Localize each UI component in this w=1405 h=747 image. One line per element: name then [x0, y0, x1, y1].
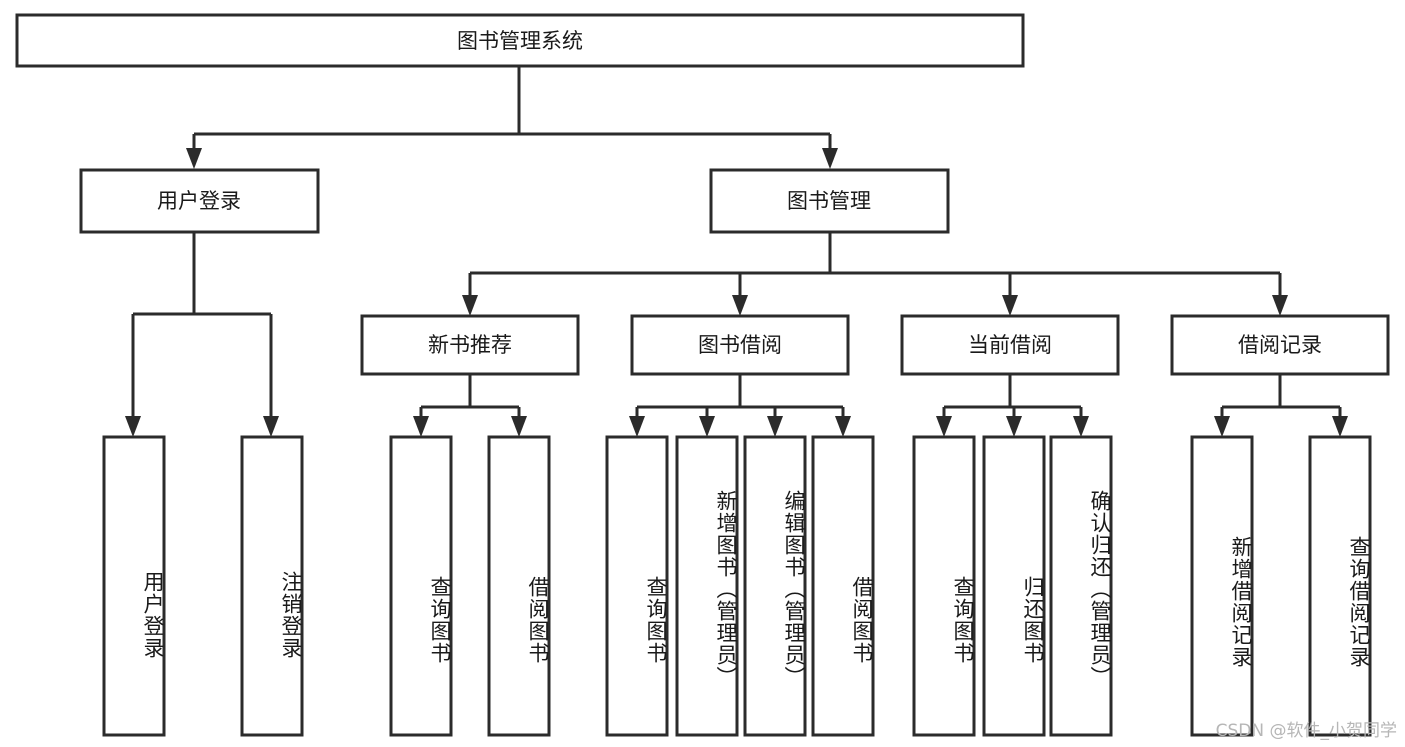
leaf-label-book-borrow-0: 查询图书: [644, 576, 668, 664]
node-user-login-box[interactable]: [79, 168, 320, 234]
leaf-label-user-login-0: 用户登录: [141, 571, 165, 659]
arrow-to-userlogin: [186, 148, 202, 169]
leaf-label-current-borrow-1: 归还图书: [1021, 576, 1045, 664]
arrow-currentborrow-c1: [936, 416, 952, 437]
leaf-label-new-book-0: 查询图书: [428, 576, 452, 664]
arrow-newbook-c2: [511, 416, 527, 437]
node-user-login-label: 用户登录: [157, 189, 241, 213]
node-new-book-label: 新书推荐: [428, 333, 512, 357]
arrow-currentborrow-c2: [1006, 416, 1022, 437]
leaf-box-borrow-record-0[interactable]: [1190, 435, 1254, 737]
leaf-label-borrow-record-0: 新增借阅记录: [1229, 535, 1253, 668]
leaf-label-current-borrow-0: 查询图书: [951, 576, 975, 664]
node-labels: 图书管理系统 用户登录 图书管理 新书推荐 图书借阅 当前借阅 借阅记录: [157, 29, 1322, 357]
leaf-box-current-borrow-0[interactable]: [912, 435, 976, 737]
leaf-box-book-borrow-0[interactable]: [605, 435, 669, 737]
leaf-label-borrow-record-1: 查询借阅记录: [1347, 535, 1371, 668]
arrow-bookborrow-c1: [629, 416, 645, 437]
arrow-bookmgmt-c2: [732, 295, 748, 316]
node-boxes: [15, 13, 1390, 737]
arrow-borrowrecord-c1: [1214, 416, 1230, 437]
csdn-watermark: CSDN @软件_小贺同学: [1215, 721, 1397, 741]
node-root-box[interactable]: [15, 13, 1025, 68]
arrow-bookborrow-c4: [835, 416, 851, 437]
node-book-management-box[interactable]: [709, 168, 950, 234]
leaf-label-book-borrow-3: 借阅图书: [850, 576, 874, 664]
node-current-borrow-box[interactable]: [900, 314, 1120, 376]
leaf-box-new-book-1[interactable]: [487, 435, 551, 737]
node-borrow-record-box[interactable]: [1170, 314, 1390, 376]
node-book-borrow-label: 图书借阅: [698, 333, 782, 357]
arrow-to-bookmgmt: [822, 148, 838, 169]
arrow-newbook-c1: [413, 416, 429, 437]
leaf-box-user-login-0[interactable]: [102, 435, 166, 737]
leaf-box-user-login-1[interactable]: [240, 435, 304, 737]
leaf-label-new-book-1: 借阅图书: [526, 576, 550, 664]
leaf-label-book-borrow-2: 编辑图书（管理员）: [782, 490, 806, 688]
node-new-book-box[interactable]: [360, 314, 580, 376]
leaf-box-new-book-0[interactable]: [389, 435, 453, 737]
leaf-box-book-borrow-2[interactable]: [743, 435, 807, 737]
node-book-borrow-box[interactable]: [630, 314, 850, 376]
leaf-label-book-borrow-1: 新增图书（管理员）: [714, 490, 738, 688]
arrow-bookmgmt-c4: [1272, 295, 1288, 316]
node-book-management-label: 图书管理: [787, 189, 871, 213]
arrow-currentborrow-c3: [1073, 416, 1089, 437]
node-current-borrow-label: 当前借阅: [968, 333, 1052, 357]
arrow-bookborrow-c3: [767, 416, 783, 437]
arrow-bookmgmt-c1: [462, 295, 478, 316]
arrow-bookborrow-c2: [699, 416, 715, 437]
arrow-bookmgmt-c3: [1002, 295, 1018, 316]
arrow-borrowrecord-c2: [1332, 416, 1348, 437]
leaf-box-book-borrow-3[interactable]: [811, 435, 875, 737]
arrow-userlogin-c1: [125, 416, 141, 437]
node-root-label: 图书管理系统: [457, 29, 583, 53]
leaf-box-book-borrow-1[interactable]: [675, 435, 739, 737]
leaf-box-borrow-record-1[interactable]: [1308, 435, 1372, 737]
arrow-userlogin-c2: [263, 416, 279, 437]
leaf-box-current-borrow-2[interactable]: [1049, 435, 1113, 737]
leaf-box-current-borrow-1[interactable]: [982, 435, 1046, 737]
connectors: [125, 67, 1348, 437]
leaf-label-user-login-1: 注销登录: [279, 571, 303, 659]
node-borrow-record-label: 借阅记录: [1238, 333, 1322, 357]
leaf-label-current-borrow-2: 确认归还（管理员）: [1088, 490, 1112, 688]
